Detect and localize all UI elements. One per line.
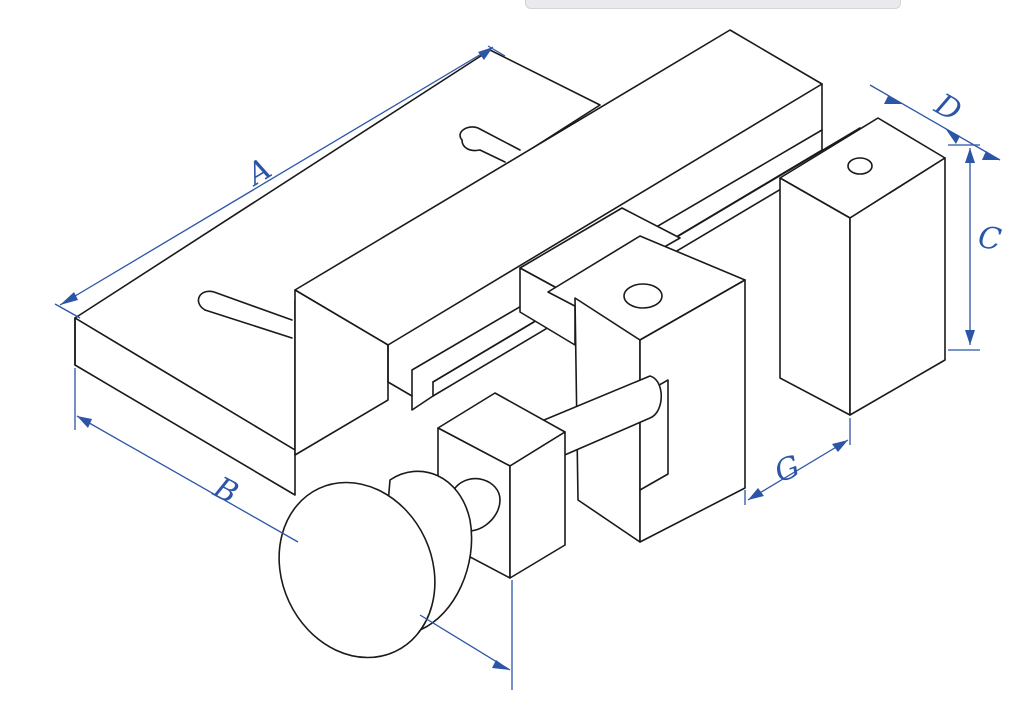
- dimension-label-B: B: [207, 470, 244, 512]
- knob: [278, 470, 501, 659]
- knob-face: [278, 481, 436, 659]
- fixed-jaw-side: [849, 157, 946, 416]
- base-slot-rear: [459, 126, 521, 151]
- base-plate: [74, 49, 601, 496]
- dimension-C: C: [948, 144, 1004, 351]
- body-front: [294, 289, 389, 456]
- fixed-jaw: [779, 117, 946, 416]
- dimension-G: G: [744, 418, 851, 505]
- dimension-label-A: A: [239, 151, 278, 194]
- jaw-side: [639, 279, 746, 543]
- fixed-jaw-hole: [847, 157, 873, 175]
- base-slot-front: [197, 290, 293, 321]
- jaw-hole: [623, 283, 663, 309]
- dimension-B-right: [419, 580, 513, 690]
- dimension-label-C: C: [976, 220, 1004, 258]
- movable-jaw: [519, 207, 746, 543]
- fixed-jaw-front: [779, 177, 851, 416]
- top-popup-edge: [525, 0, 901, 9]
- dimension-label-D: D: [928, 87, 967, 130]
